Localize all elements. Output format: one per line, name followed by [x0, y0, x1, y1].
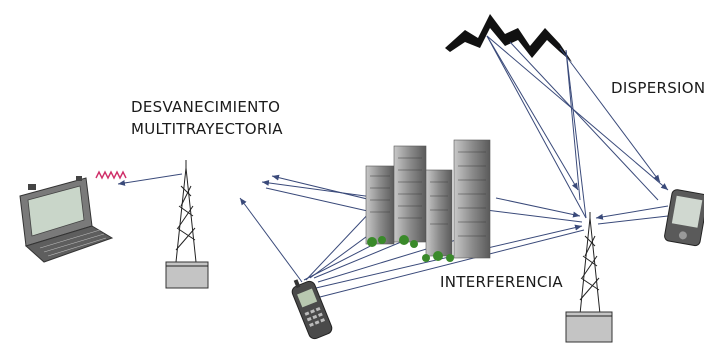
antenna-tower-icon: [165, 160, 209, 289]
laptop-icon: [19, 176, 114, 263]
pda-icon: [664, 189, 704, 247]
interference-label: INTERFERENCIA: [440, 273, 563, 291]
signal-path: [495, 197, 581, 218]
signal-path: [305, 209, 373, 281]
signal-path: [485, 209, 583, 223]
fading-label-line1: DESVANECIMIENTO: [131, 98, 281, 116]
signal-path: [486, 35, 587, 219]
antenna-tower-icon: [565, 212, 613, 343]
noise-wave-icon: [95, 170, 127, 180]
fading-label-line2: MULTITRAYECTORIA: [131, 120, 283, 138]
mountain-icon: [445, 14, 572, 62]
signal-path: [509, 41, 659, 201]
signal-path: [595, 205, 669, 220]
signal-path: [261, 179, 381, 199]
signal-paths: [117, 35, 669, 299]
signal-path: [486, 35, 669, 191]
mobile-phone-icon: [291, 279, 333, 340]
signal-path: [486, 35, 579, 191]
signal-path: [559, 47, 661, 183]
signal-path: [565, 49, 581, 201]
multipath-fading-label: DESVANECIMIENTO MULTITRAYECTORIA: [131, 96, 283, 140]
scattering-label: DISPERSION: [611, 79, 704, 97]
signal-path: [597, 215, 669, 225]
signal-path: [117, 173, 183, 186]
signal-path: [265, 187, 373, 213]
signal-path: [565, 49, 587, 219]
signal-path: [239, 197, 303, 283]
buildings-icon: [365, 139, 491, 262]
signal-path: [315, 229, 585, 299]
